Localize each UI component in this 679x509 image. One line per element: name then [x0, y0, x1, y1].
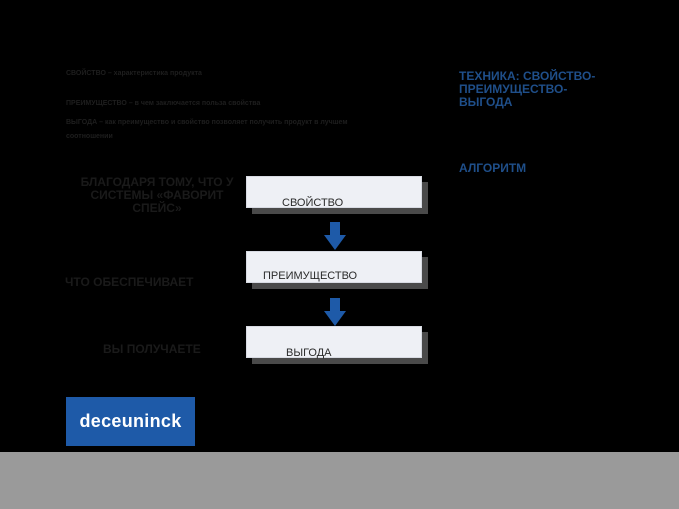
definition-property: СВОЙСТВО – характеристика продукта [66, 70, 202, 77]
box-advantage-label: ПРЕИМУЩЕСТВО [263, 270, 358, 282]
deceuninck-logo: deceuninck [66, 397, 195, 446]
arrow-down-icon [324, 298, 346, 326]
algorithm-title: АЛГОРИТМ [459, 161, 527, 175]
box-property-label: СВОЙСТВО [282, 197, 344, 209]
footer-band [0, 452, 679, 509]
technique-title: ТЕХНИКА: СВОЙСТВО-ПРЕИМУЩЕСТВО-ВЫГОДА [459, 69, 596, 109]
label-ensures: ЧТО ОБЕСПЕЧИВАЕТ [65, 275, 194, 289]
label-you-get: ВЫ ПОЛУЧАЕТЕ [103, 342, 201, 356]
logo-text: deceuninck [79, 411, 182, 431]
box-advantage: ПРЕИМУЩЕСТВО [246, 251, 422, 283]
box-property: СВОЙСТВО [246, 176, 422, 209]
arrow-down-icon [324, 222, 346, 250]
definition-benefit: ВЫГОДА – как преимущество и свойство поз… [66, 119, 348, 140]
box-benefit: ВЫГОДА [246, 326, 422, 359]
box-benefit-label: ВЫГОДА [286, 347, 332, 359]
definition-advantage: ПРЕИМУЩЕСТВО – в чем заключается польза … [66, 100, 261, 107]
label-because: БЛАГОДАРЯ ТОМУ, ЧТО У СИСТЕМЫ «ФАВОРИТ С… [80, 175, 234, 215]
